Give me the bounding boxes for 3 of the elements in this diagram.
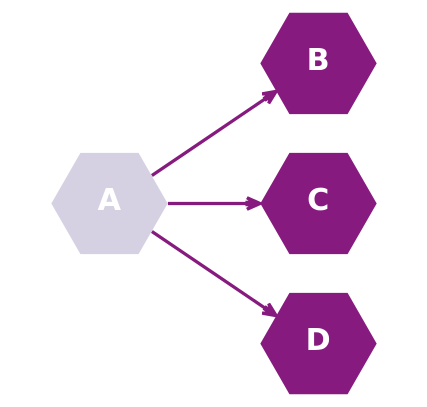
arrow [167,196,262,211]
arrow [150,230,278,318]
arrow [150,90,278,177]
